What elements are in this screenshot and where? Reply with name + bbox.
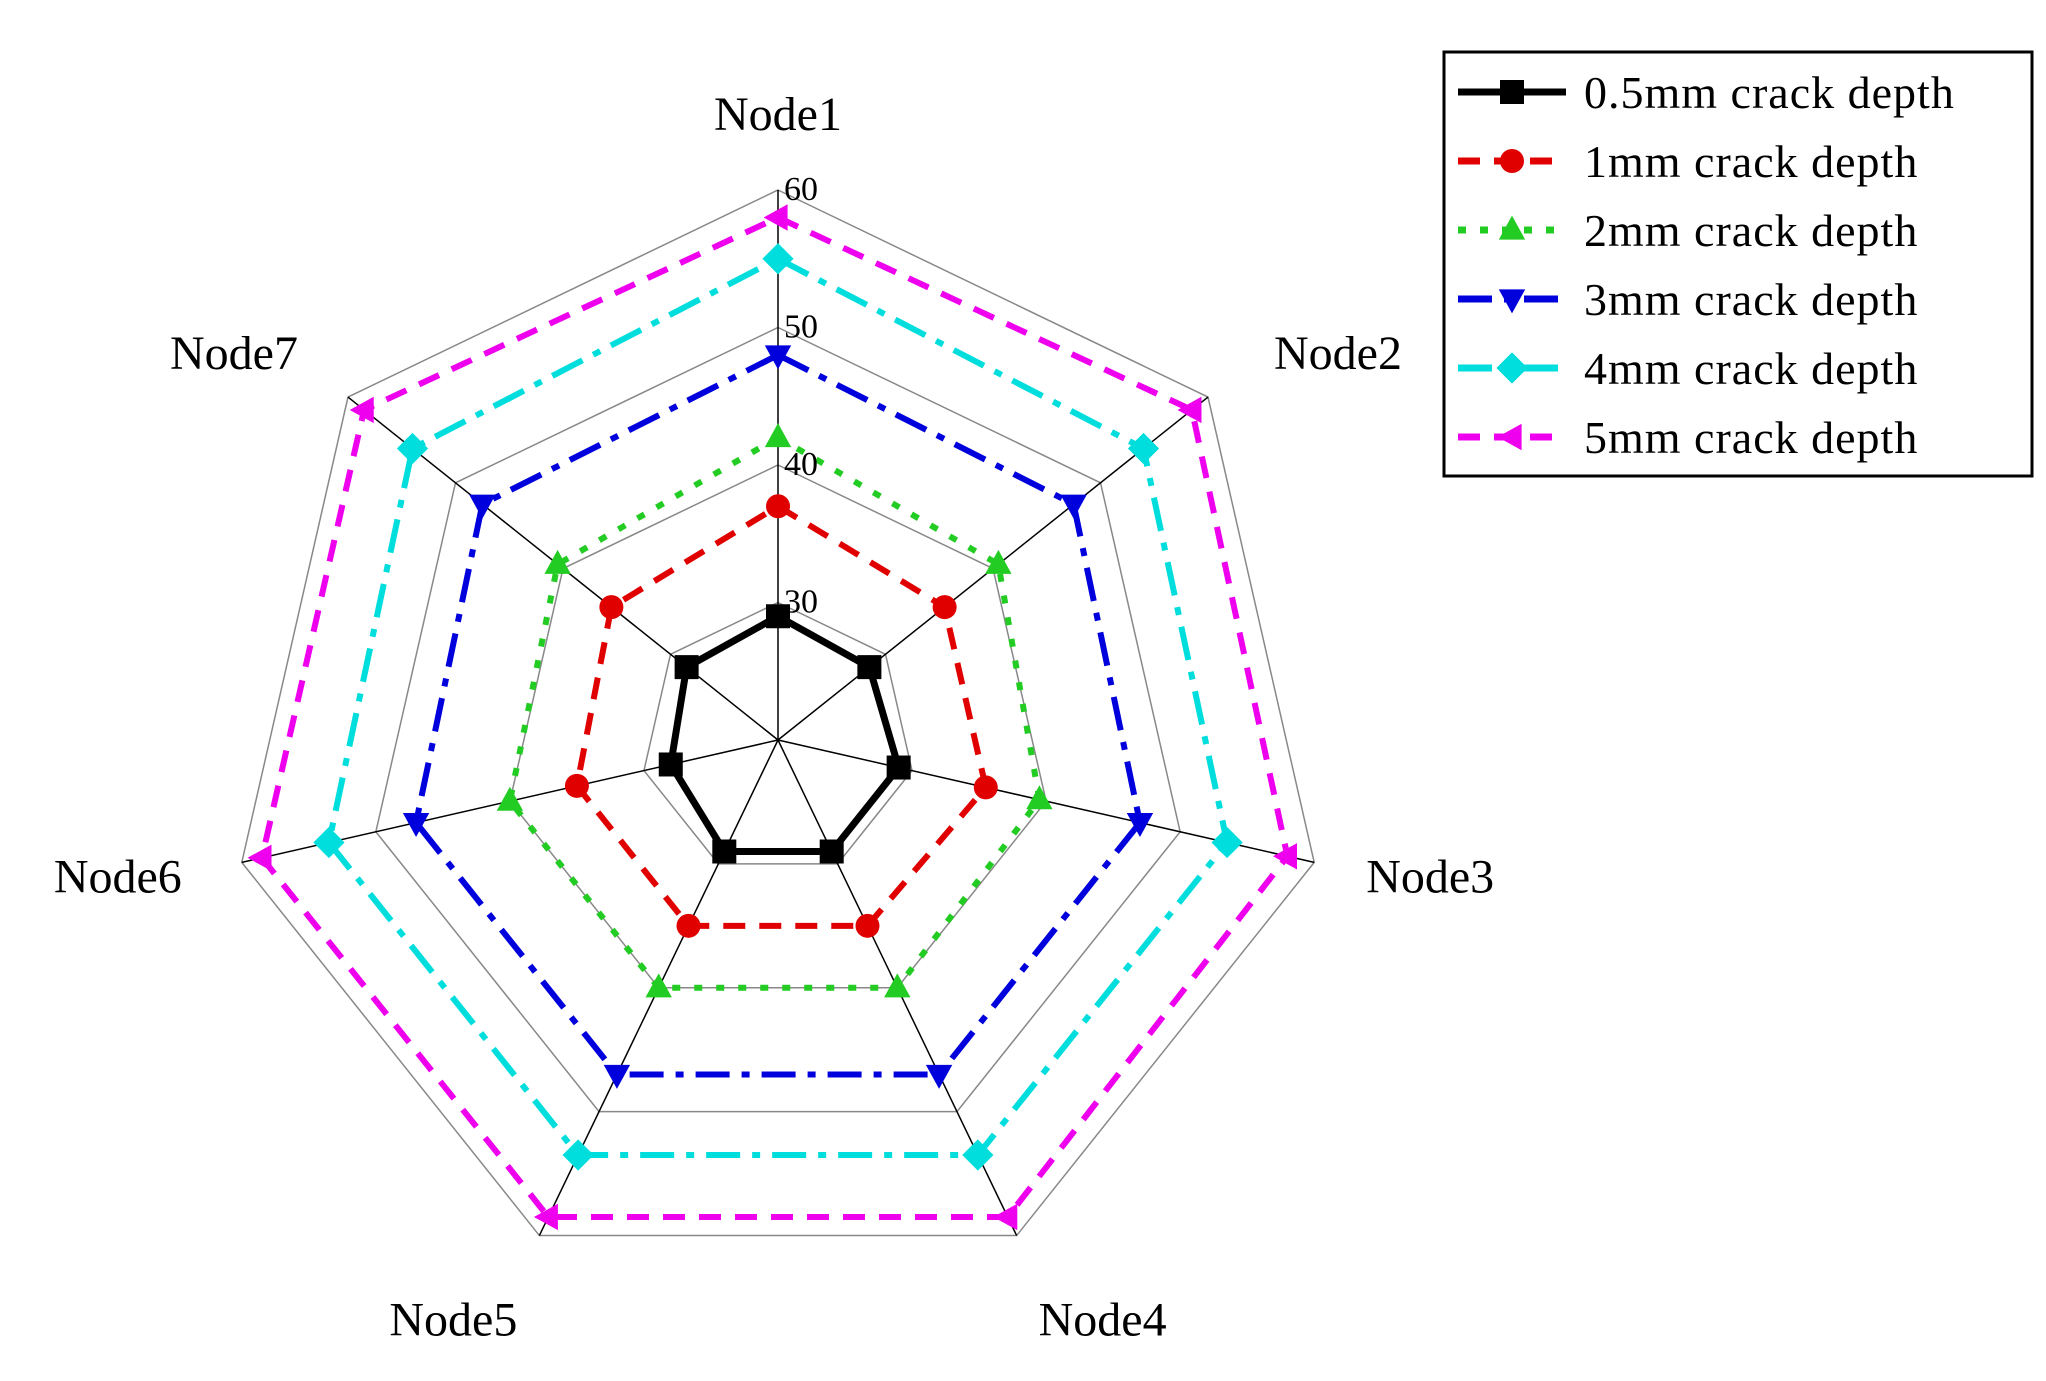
legend-label: 2mm crack depth [1584,205,1918,256]
data-point [973,775,998,800]
series-line [325,255,1231,1159]
legend-label: 1mm crack depth [1584,136,1918,187]
axis-label-node-2: Node2 [1274,327,1402,380]
legend-marker [1500,80,1524,104]
axis-label-node-1: Node1 [714,88,842,141]
series-2 [564,494,998,938]
legend-label: 5mm crack depth [1584,412,1918,463]
data-point [766,494,790,519]
axis-label-node-5: Node5 [389,1294,517,1347]
data-point [855,913,880,938]
legend-item-4: 3mm crack depth [1458,274,1918,325]
data-point [764,345,792,370]
data-point [762,243,794,275]
data-point [599,595,624,620]
data-point [313,826,345,859]
data-point [564,773,589,798]
legend-marker [1496,352,1528,384]
series-3 [496,423,1053,998]
data-point [766,604,790,629]
data-point [676,913,701,938]
data-point [819,839,844,864]
series-5 [313,243,1243,1171]
legend-label: 3mm crack depth [1584,274,1918,325]
radial-tick-labels: 30 40 50 60 [784,171,818,621]
data-point [396,432,429,465]
data-point [932,595,957,620]
legend-marker [1500,149,1524,173]
data-point [1060,494,1087,519]
radar-series [247,204,1297,1231]
series-line [667,612,903,855]
series-line [258,214,1291,1220]
legend-marker [1498,289,1526,314]
data-point [402,813,430,838]
data-point [533,1203,558,1231]
tick-label: 30 [784,584,818,621]
grid-ring-60 [240,189,1316,1237]
legend-label: 4mm crack depth [1584,343,1918,394]
legend-marker [1497,423,1522,451]
axis-label-node-6: Node6 [54,850,182,903]
legend: 0.5mm crack depth 1mm crack depth 2mm crac… [1442,50,2034,478]
data-point [674,655,699,680]
series-line [412,351,1144,1078]
data-point [962,1139,994,1171]
tick-label: 60 [784,171,818,208]
axis-label-node-4: Node4 [1039,1294,1167,1347]
data-point [658,752,683,777]
data-point [712,839,737,864]
data-point [349,396,374,424]
legend-item-3: 2mm crack depth [1458,205,1918,256]
legend-box [1442,50,2034,478]
axis-label-node-7: Node7 [170,327,298,380]
data-point [763,204,788,231]
data-point [645,973,672,998]
data-point [1026,785,1053,810]
series-1 [658,604,911,864]
grid-ring-40 [509,464,1047,989]
legend-item-2: 1mm crack depth [1458,136,1918,187]
data-point [857,655,882,680]
axis-label-node-3: Node3 [1366,850,1494,903]
data-point [247,844,272,871]
tick-label: 40 [784,446,818,483]
legend-label: 0.5mm crack depth [1584,67,1955,118]
legend-item-6: 5mm crack depth [1458,412,1918,463]
data-point [1126,813,1154,838]
legend-item-1: 0.5mm crack depth [1458,67,1955,118]
series-line [506,434,1043,991]
series-4 [402,345,1154,1089]
data-point [496,786,524,811]
radar-grid [240,189,1316,1237]
tick-label: 50 [784,309,818,346]
data-point [1127,432,1160,465]
series-6 [247,204,1297,1231]
data-point [544,549,571,574]
data-point [886,755,911,780]
series-line [573,502,990,929]
grid-ring-30 [643,601,913,865]
data-point [1177,396,1202,424]
legend-marker [1498,215,1526,240]
data-point [1272,843,1297,870]
data-point [469,494,496,519]
data-point [764,423,792,448]
data-point [884,973,911,998]
data-point [603,1064,631,1089]
legend-item-5: 4mm crack depth [1458,343,1918,394]
data-point [985,549,1012,574]
data-point [562,1139,594,1171]
data-point [1211,826,1243,859]
data-point [993,1203,1018,1231]
data-point [925,1064,953,1089]
grid-ring-50 [375,326,1181,1113]
